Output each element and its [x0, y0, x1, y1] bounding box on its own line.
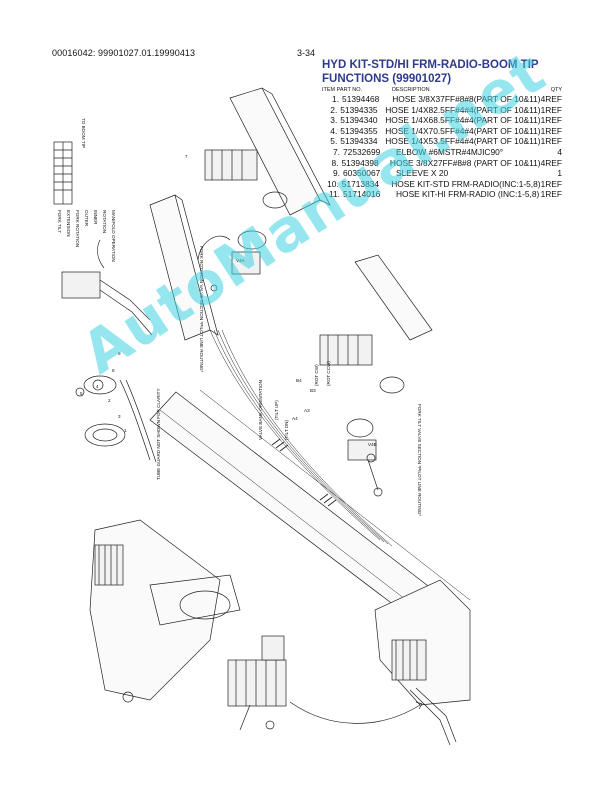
label-tilt-up: (TILT UP): [274, 400, 279, 420]
callout-label: 4: [96, 384, 99, 389]
page-title: HYD KIT-STD/HI FRM-RADIO-BOOM TIP FUNCTI…: [322, 59, 539, 85]
parts-cell-desc: HOSE 1/4X70.5FF#4#4(PART OF 10&11): [385, 125, 541, 136]
parts-row: 1.51394468 HOSE 3/8X37FF#8#8(PART OF 10&1…: [322, 94, 562, 105]
parts-cell-no: 9.: [333, 168, 340, 179]
label-rot-ccw: (ROT CCW): [326, 361, 331, 386]
header-qty: QTY: [550, 87, 562, 93]
parts-cell-part: 51394398: [341, 157, 379, 168]
legend-label: INNER: [93, 210, 98, 225]
parts-cell-no: 11.: [328, 189, 340, 200]
parts-cell-no: 5.: [330, 136, 338, 147]
callout-label: 9: [118, 351, 121, 356]
callout-label: 8: [112, 368, 115, 373]
parts-cell-part: 51394340: [340, 115, 378, 126]
callout-label: 2: [108, 398, 111, 403]
page-number: 3-34: [297, 48, 316, 58]
callout-label: A3: [304, 408, 310, 413]
parts-cell-part: 51713834: [341, 178, 380, 189]
callout-label: B3: [310, 388, 316, 393]
parts-cell-desc: HOSE 1/4X53.5FF#4#4(PART OF 10&11): [385, 136, 541, 147]
parts-cell-qty: 4REF: [540, 94, 562, 104]
label-tilt-dn: (TILT DN): [284, 420, 289, 440]
parts-cell-desc: HOSE 3/8X27FF#8#8 (PART OF 10&11): [389, 157, 541, 168]
callout-label: V4A: [236, 258, 246, 263]
parts-cell-qty: 1REF: [540, 125, 562, 136]
parts-cell-no: 3.: [330, 115, 338, 126]
callout-label: 7: [185, 154, 188, 159]
parts-cell-part: 60350067: [343, 168, 381, 179]
parts-cell-qty: 1REF: [540, 136, 562, 147]
parts-cell-no: 8.: [331, 157, 339, 168]
legend-label: MANIFOLD OPERATION: [111, 210, 116, 262]
parts-table-header: ITEM PART NO. DESCRIPTION QTY: [322, 87, 562, 94]
parts-cell-desc: HOSE 1/4X82.5FF#4#4(PART OF 10&11): [385, 104, 541, 115]
parts-cell-qty: 1REF: [540, 178, 562, 189]
label-to-boom-tip: TO BOOM TIP: [81, 118, 86, 148]
header-desc: DESCRIPTION: [392, 87, 430, 93]
label-rot-cw: (ROT CW): [314, 364, 319, 386]
parts-row: 9.60350067 SLEEVE X 20 1: [322, 168, 562, 179]
parts-cell-qty: 4: [557, 146, 562, 157]
label-tube-guard: TUBE GUARD NOT SHOWN FOR CLARITY: [156, 388, 161, 480]
parts-cell-part: 51394355: [340, 125, 378, 136]
callout-label: 3: [118, 414, 121, 419]
page-header-docid: 00016042: 99901027.01.19990413: [52, 48, 196, 58]
parts-cell-no: 10.: [327, 178, 339, 189]
parts-row: 2.51394335 HOSE 1/4X82.5FF#4#4(PART OF 10…: [322, 105, 562, 116]
parts-row: 7.72532699 ELBOW #6MSTR#4MJIC90° 4: [322, 147, 562, 158]
parts-row: 10.51713834 HOSE KIT-STD FRM-RADIO(INC:1-…: [322, 179, 562, 190]
parts-cell-qty: 1REF: [540, 189, 562, 200]
parts-cell-part: 51394335: [340, 104, 378, 115]
parts-cell-part: 51394468: [342, 94, 380, 104]
parts-cell-qty: 1REF: [540, 115, 562, 126]
callout-label: B4: [296, 378, 302, 383]
parts-cell-part: 51394334: [340, 136, 378, 147]
parts-row: 11.51714016 HOSE KIT-HI FRM-RADIO (INC:1-…: [322, 189, 562, 200]
parts-cell-desc: HOSE KIT-HI FRM-RADIO (INC:1-5,8): [396, 189, 540, 200]
legend-label: ROTATION: [102, 210, 107, 233]
parts-row: 4.51394355 HOSE 1/4X70.5FF#4#4(PART OF 10…: [322, 126, 562, 137]
parts-row: 3.51394340 HOSE 1/4X68.5FF#4#4(PART OF 10…: [322, 115, 562, 126]
parts-cell-no: 7.: [333, 146, 340, 157]
parts-row: 5.51394334 HOSE 1/4X53.5FF#4#4(PART OF 10…: [322, 136, 562, 147]
callout-label: V4B: [368, 442, 377, 447]
parts-row: 8.51394398 HOSE 3/8X27FF#8#8 (PART OF 10&…: [322, 158, 562, 169]
parts-cell-part: 72532699: [343, 146, 381, 157]
parts-cell-qty: 1: [557, 168, 562, 179]
callout-label: A4: [292, 416, 298, 421]
callout-label: 1: [124, 428, 127, 433]
label-fork-rotation: FORK ROTATION VALVE SECTION *PILOT LINE …: [199, 246, 204, 372]
label-valve-bank: VALVE BANK ORIENTATION: [258, 380, 263, 440]
parts-cell-desc: ELBOW #6MSTR#4MJIC90°: [396, 146, 504, 157]
parts-cell-no: 4.: [330, 125, 338, 136]
parts-cell-desc: SLEEVE X 20: [396, 168, 449, 179]
label-fork-tilt: FORK TILT VALVE SECTION *PILOT LINE ROUT…: [417, 404, 422, 516]
legend-label: OUTER: [84, 210, 89, 227]
parts-cell-no: 1.: [332, 94, 340, 104]
header-item: ITEM PART NO.: [322, 87, 363, 93]
legend-label: FORK TILT: [57, 210, 62, 233]
parts-cell-desc: HOSE 3/8X37FF#8#8(PART OF 10&11): [392, 94, 541, 104]
callout-label: 5: [80, 391, 83, 396]
parts-cell-qty: 1REF: [540, 104, 562, 115]
parts-cell-desc: HOSE 1/4X68.5FF#4#4(PART OF 10&11): [385, 115, 541, 126]
parts-cell-qty: 4REF: [540, 157, 562, 168]
parts-cell-desc: HOSE KIT-STD FRM-RADIO(INC:1-5,8): [391, 178, 541, 189]
parts-cell-no: 2.: [330, 104, 338, 115]
legend-label: FORK ROTATION: [75, 210, 80, 247]
legend-label: EXTENSION: [66, 210, 71, 237]
parts-table: ITEM PART NO. DESCRIPTION QTY 1.51394468…: [322, 87, 562, 200]
parts-cell-part: 51714016: [343, 189, 381, 200]
